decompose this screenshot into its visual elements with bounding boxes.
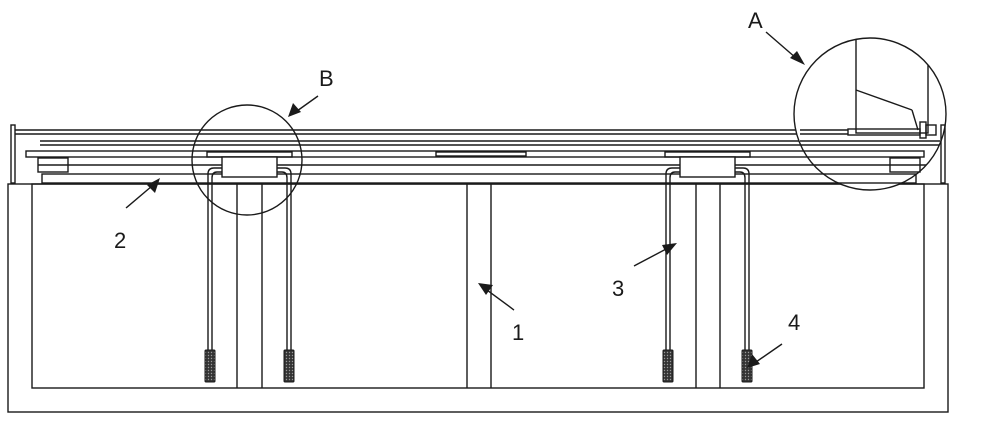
top-rail-assembly [10, 124, 946, 184]
callout-b: B [288, 66, 334, 117]
partitions [236, 184, 721, 388]
label-4: 4 [788, 310, 800, 335]
detail-circle-b [191, 104, 303, 216]
rod-weights [204, 349, 753, 383]
callout-1: 1 [478, 283, 524, 345]
left-carriage [206, 151, 293, 178]
callout-2: 2 [114, 178, 160, 253]
right-hanging-rods [665, 167, 750, 350]
label-1: 1 [512, 320, 524, 345]
callout-4: 4 [747, 310, 800, 368]
label-b: B [319, 66, 334, 91]
callout-a: A [748, 8, 805, 65]
label-a: A [748, 8, 763, 33]
right-carriage [664, 151, 751, 178]
tank-frame [7, 183, 949, 413]
left-hanging-rods [207, 167, 292, 350]
label-2: 2 [114, 228, 126, 253]
callout-3: 3 [612, 243, 677, 301]
label-3: 3 [612, 276, 624, 301]
detail-circle-a [793, 37, 947, 191]
